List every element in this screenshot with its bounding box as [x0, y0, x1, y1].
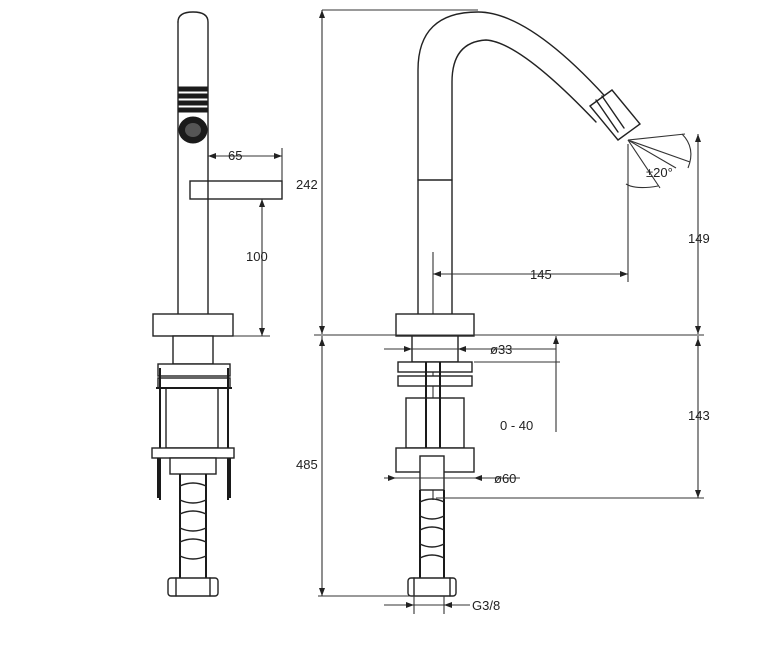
- dim-65: 65: [208, 148, 283, 181]
- side-pipe-right-edge: [177, 11, 209, 315]
- dim-g38-label: G3/8: [472, 598, 500, 613]
- dim-145: 145: [433, 144, 629, 282]
- dim-g38: G3/8: [384, 596, 500, 614]
- dim-0-40: 0 - 40: [474, 336, 560, 433]
- dim-dia-60: ø60: [384, 471, 520, 486]
- dim-dia-33-label: ø33: [490, 342, 512, 357]
- side-flex-hose: [179, 474, 207, 578]
- front-flex-hose: [419, 490, 445, 578]
- front-mount-body: [405, 397, 465, 449]
- front-base-flange: [395, 313, 475, 337]
- dim-143: 143: [436, 336, 710, 499]
- dim-149-label: 149: [688, 231, 710, 246]
- dim-dia-33: ø33: [384, 342, 556, 357]
- front-hose-nut: [407, 577, 457, 597]
- side-neck: [172, 335, 214, 365]
- dim-0-40-label: 0 - 40: [500, 418, 533, 433]
- side-lever-handle: [189, 180, 283, 200]
- dim-242-label: 242: [296, 177, 318, 192]
- side-base-flange: [152, 313, 234, 337]
- dim-485: 485: [296, 336, 440, 597]
- dim-100-label: 100: [246, 249, 268, 264]
- side-mount-plate: [151, 447, 235, 459]
- dim-143-label: 143: [688, 408, 710, 423]
- dim-149: 149: [688, 134, 710, 334]
- spout-outer-edge: [417, 11, 613, 315]
- angle-20-label: ±20°: [646, 165, 673, 180]
- dim-dia-60-label: ø60: [494, 471, 516, 486]
- spout-inner-edge: [451, 39, 597, 315]
- spray-angle: ±20°: [625, 133, 692, 189]
- dim-100: 100: [233, 199, 270, 337]
- dim-485-label: 485: [296, 457, 318, 472]
- spout-head: [588, 89, 642, 141]
- dim-65-label: 65: [228, 148, 242, 163]
- side-mount-body: [165, 387, 219, 449]
- side-view: 65 100: [151, 11, 283, 597]
- dim-242: 242: [296, 9, 478, 334]
- front-view: ±20° 242: [296, 9, 710, 614]
- side-hose-nut: [167, 577, 219, 597]
- dim-145-label: 145: [530, 267, 552, 282]
- side-aerator-rings: [178, 86, 208, 144]
